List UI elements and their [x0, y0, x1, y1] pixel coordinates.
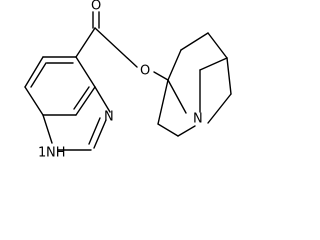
- double-bond-inner: [88, 117, 101, 145]
- bond: [93, 119, 107, 149]
- bond: [157, 79, 169, 125]
- bond: [157, 123, 179, 137]
- ester-oxygen-label: O: [140, 64, 150, 79]
- double-bond-inner: [73, 86, 90, 110]
- bond: [24, 56, 44, 88]
- bond: [42, 114, 53, 144]
- bond: [94, 86, 111, 113]
- bond: [94, 27, 138, 68]
- bond: [177, 125, 196, 137]
- bond: [207, 93, 232, 124]
- imidazole-nh-label: NH: [46, 146, 66, 161]
- chemical-structure-drawing: O O N 1 NH N: [24, 0, 232, 161]
- bond: [167, 49, 182, 81]
- imidazole-n-label: N: [104, 110, 114, 125]
- bond: [207, 32, 228, 59]
- bond: [153, 71, 169, 81]
- quinuclidine-cage: [157, 32, 232, 137]
- bond: [180, 32, 209, 51]
- bridgehead-n-label: N: [193, 112, 203, 127]
- bond: [167, 79, 187, 114]
- bond: [75, 27, 96, 58]
- benzene-ring: [24, 56, 96, 116]
- double-bond-inner: [30, 62, 47, 88]
- ester-group: [75, 11, 169, 81]
- bond: [24, 86, 44, 116]
- imidazole-nh-prefix-label: 1: [38, 146, 46, 161]
- bond: [199, 57, 228, 71]
- bond: [75, 86, 96, 116]
- bond: [75, 56, 96, 88]
- imidazole-ring: [42, 86, 111, 151]
- bond: [226, 57, 232, 95]
- carbonyl-oxygen-label: O: [91, 0, 101, 14]
